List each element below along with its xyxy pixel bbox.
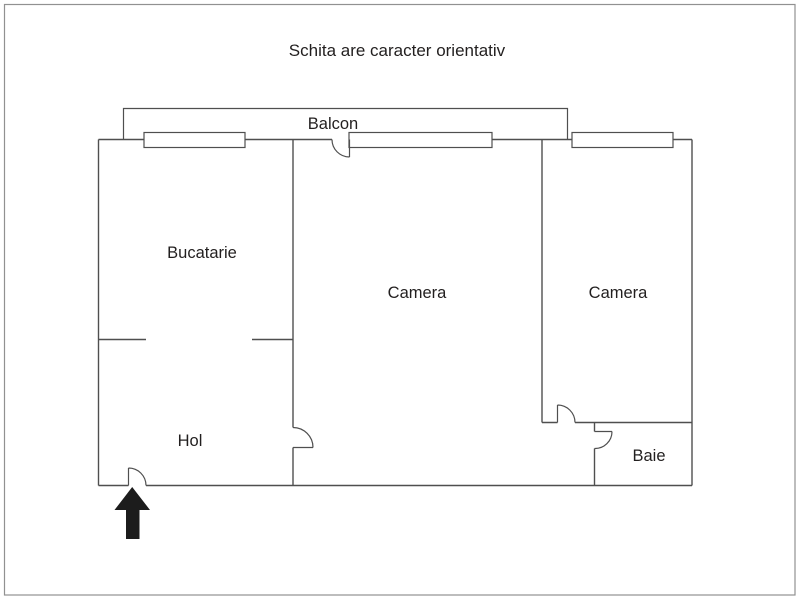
window-bucatarie bbox=[143, 131, 246, 149]
window-camera-1 bbox=[348, 131, 493, 149]
balcony-door bbox=[331, 139, 351, 158]
balcony-outline bbox=[122, 107, 569, 140]
window-camera-2 bbox=[571, 131, 674, 149]
entrance-door bbox=[127, 467, 147, 486]
plan-title: Schita are caracter orientativ bbox=[289, 41, 506, 60]
entrance-arrow-icon bbox=[114, 487, 150, 539]
room-label-hol: Hol bbox=[178, 432, 203, 450]
hol-camera-door bbox=[292, 426, 314, 449]
room-label-baie: Baie bbox=[632, 447, 665, 465]
balcony-label: Balcon bbox=[308, 115, 358, 133]
baie-door bbox=[594, 430, 613, 450]
room-label-camera-1: Camera bbox=[388, 284, 448, 302]
room-label-camera-2: Camera bbox=[589, 284, 649, 302]
camera-2-door bbox=[556, 404, 576, 423]
room-label-bucatarie: Bucatarie bbox=[167, 244, 237, 262]
image-frame bbox=[3, 3, 796, 596]
